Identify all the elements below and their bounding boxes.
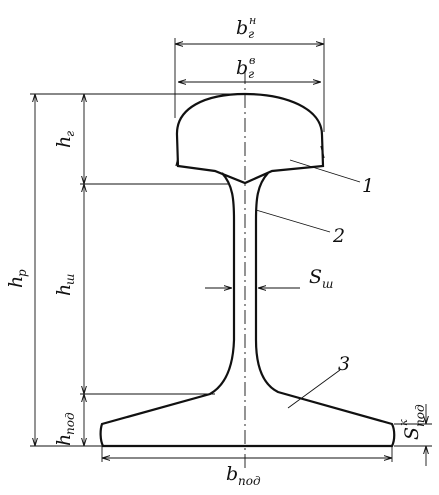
part-number-2: 2 [332, 225, 345, 247]
label-s-foot-edge: S под к [397, 404, 427, 440]
svg-text:г: г [248, 27, 254, 41]
rail-profile-outline [175, 92, 325, 185]
svg-text:ш: ш [322, 277, 333, 291]
svg-text:под: под [238, 474, 261, 488]
head-bevel-right [320, 145, 325, 159]
svg-text:h: h [53, 136, 75, 148]
svg-text:в: в [249, 54, 255, 67]
part-number-1: 1 [362, 175, 374, 197]
label-b-foot: b под [226, 463, 261, 488]
label-h-web: h ш [53, 274, 77, 296]
svg-text:н: н [249, 14, 256, 27]
svg-text:b: b [236, 17, 248, 39]
svg-text:S: S [401, 427, 423, 440]
svg-text:под: под [413, 404, 427, 427]
leader-1 [289, 159, 361, 183]
label-h-foot: h под [53, 412, 77, 446]
svg-text:г: г [63, 131, 77, 137]
svg-text:b: b [226, 463, 238, 485]
svg-text:S: S [309, 266, 322, 288]
svg-text:h: h [53, 434, 75, 446]
leader-3 [287, 369, 341, 409]
svg-text:h: h [53, 284, 75, 296]
svg-text:р: р [15, 269, 29, 277]
label-h-head: h г [53, 131, 77, 148]
svg-text:под: под [63, 412, 77, 435]
head-bevel-left [175, 157, 179, 167]
part-number-3: 3 [338, 353, 350, 375]
label-h-rail: h р [5, 269, 29, 288]
svg-text:г: г [248, 67, 254, 81]
label-b-head-inner: b г в [236, 54, 255, 81]
svg-text:ш: ш [63, 274, 77, 285]
svg-text:к: к [397, 419, 410, 426]
leader-2 [255, 209, 331, 233]
rail-web-outline [99, 172, 396, 448]
label-s-web: S ш [309, 266, 333, 291]
svg-text:h: h [5, 276, 27, 288]
label-b-head-top: b г н [236, 14, 256, 41]
svg-text:b: b [236, 57, 248, 79]
